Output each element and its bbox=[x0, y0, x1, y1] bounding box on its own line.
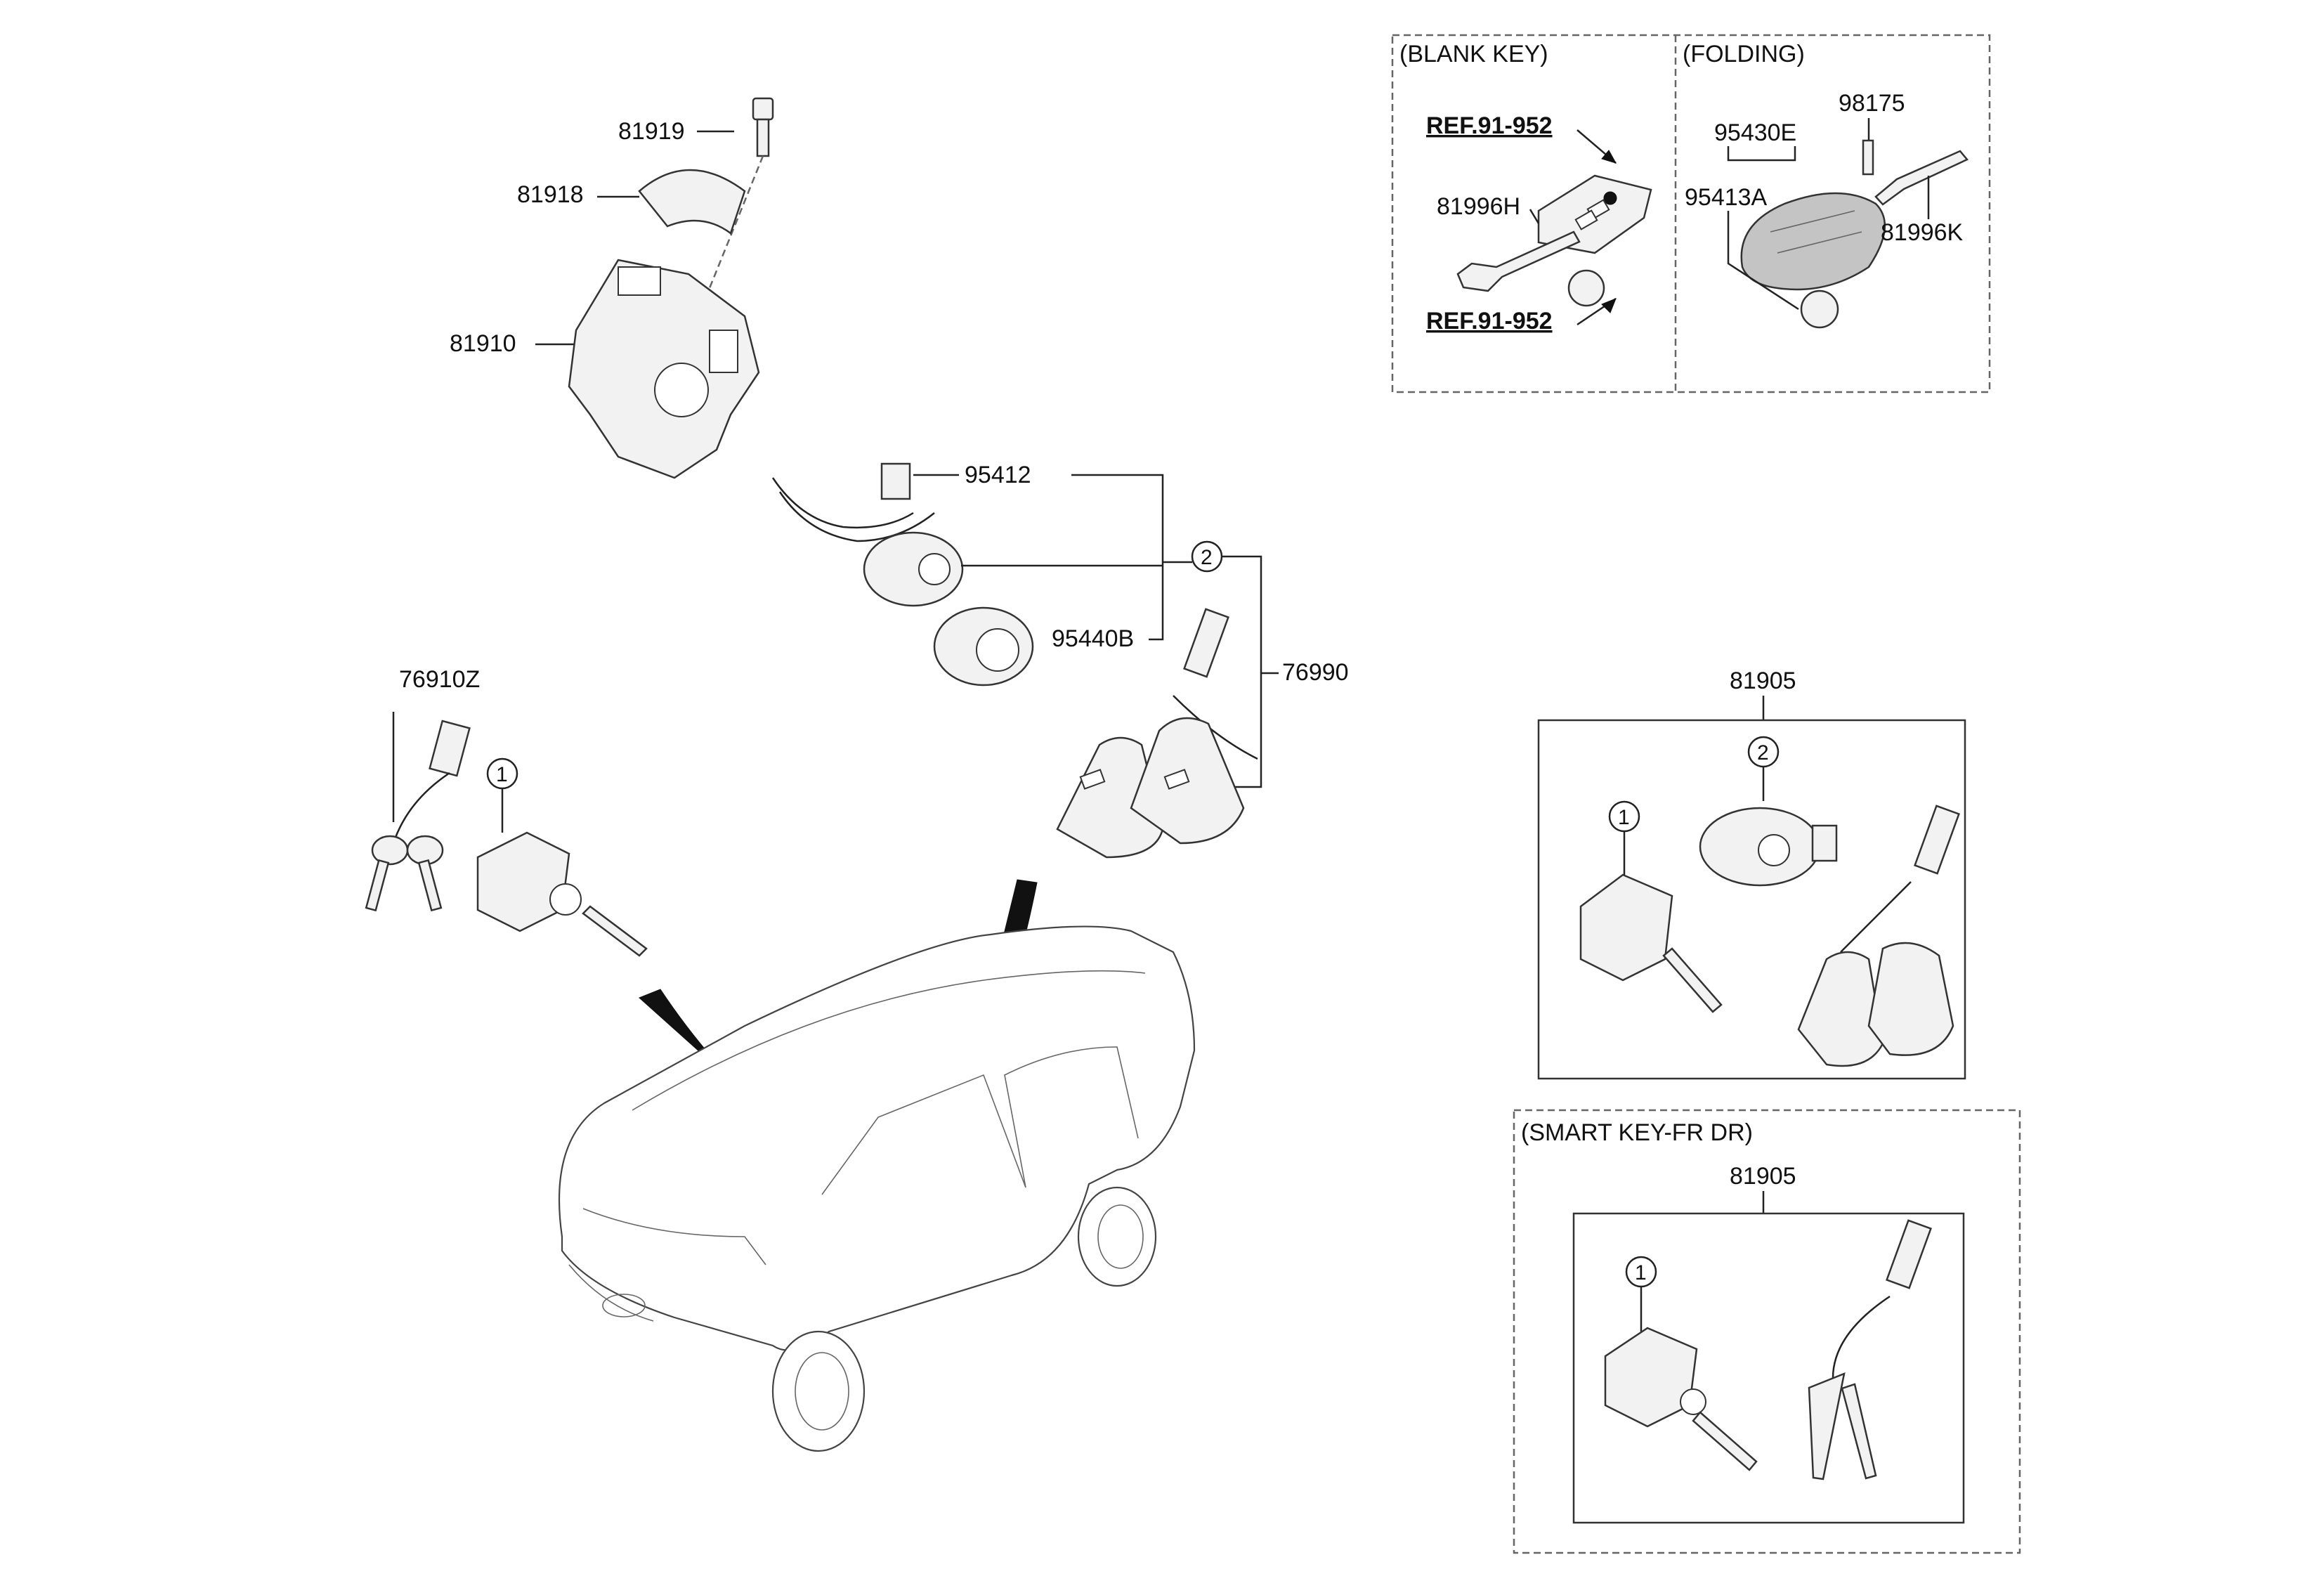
ref-91-952-lower[interactable]: REF.91-952 bbox=[1426, 308, 1553, 334]
label-95412: 95412 bbox=[965, 462, 1031, 488]
steering-lock-81910 bbox=[568, 259, 760, 479]
callout-1-set-text: 1 bbox=[1618, 806, 1630, 829]
door-lock-cylinder-fr-dr bbox=[1604, 1327, 1758, 1471]
label-81905-fr-dr: 81905 bbox=[1730, 1163, 1796, 1190]
callout-2-top-text: 2 bbox=[1201, 546, 1213, 569]
callout-1-left-text: 1 bbox=[496, 763, 508, 786]
coin-battery bbox=[1567, 269, 1605, 307]
door-lock-cylinder-set bbox=[1579, 873, 1723, 1013]
smart-key-fr-dr-panel: (SMART KEY-FR DR) 81905 1 bbox=[1513, 1109, 2021, 1554]
ignition-switch-group: 95412 95440B 2 76990 bbox=[771, 462, 1349, 859]
bolt-81919 bbox=[752, 97, 774, 157]
lock-set-81905: 81905 2 1 bbox=[1537, 668, 1966, 1080]
vehicle-illustration bbox=[558, 925, 1196, 1452]
callout-1-fr-dr-text: 1 bbox=[1635, 1261, 1647, 1284]
pin-98175 bbox=[1862, 139, 1874, 176]
ignition-cylinder bbox=[863, 531, 964, 607]
mechanical-key-blade bbox=[1456, 230, 1581, 292]
folding-key-fob bbox=[1740, 192, 1886, 291]
ref-91-952-upper[interactable]: REF.91-952 bbox=[1426, 112, 1553, 139]
label-81918: 81918 bbox=[517, 181, 584, 208]
key-blade-81996K bbox=[1874, 150, 1969, 206]
door-lock-cylinder-76910Z bbox=[476, 831, 648, 957]
label-81910: 81910 bbox=[450, 330, 516, 357]
label-76910Z: 76910Z bbox=[399, 666, 480, 693]
wiring-95412 bbox=[771, 462, 935, 542]
label-95413A: 95413A bbox=[1685, 184, 1768, 211]
keys-76910Z bbox=[365, 720, 471, 912]
smart-key-pair-set bbox=[1797, 805, 1960, 1067]
label-81905-set: 81905 bbox=[1730, 668, 1796, 694]
arrow-head-ref-lower bbox=[1601, 298, 1617, 313]
label-76990: 76990 bbox=[1282, 659, 1349, 686]
arrow-head-ref-upper bbox=[1601, 150, 1617, 164]
label-98175: 98175 bbox=[1839, 90, 1905, 117]
mechanical-keys-fr-dr bbox=[1808, 1219, 1932, 1480]
label-81919: 81919 bbox=[618, 118, 685, 145]
folding-heading: (FOLDING) bbox=[1683, 41, 1805, 67]
leader-81996H bbox=[1529, 209, 1540, 224]
smart-key-fob bbox=[1537, 174, 1652, 254]
start-button-95440B bbox=[933, 606, 1034, 686]
label-81996K: 81996K bbox=[1881, 219, 1964, 246]
key-reference-panel: (BLANK KEY) (FOLDING) REF.91-952 81996H … bbox=[1391, 34, 1991, 393]
smart-key-fr-dr-heading: (SMART KEY-FR DR) bbox=[1521, 1119, 1753, 1146]
ignition-assembly: 81919 81918 81910 bbox=[450, 97, 774, 479]
blank-key-heading: (BLANK KEY) bbox=[1399, 41, 1548, 67]
label-95430E: 95430E bbox=[1714, 119, 1796, 146]
shroud-81918 bbox=[638, 169, 746, 235]
fr-dr-frame bbox=[1572, 1212, 1965, 1524]
label-95440B: 95440B bbox=[1052, 625, 1134, 652]
battery-95413A bbox=[1800, 289, 1839, 329]
door-lock-group: 76910Z 1 bbox=[365, 666, 648, 957]
smart-key-pair-76990 bbox=[1056, 608, 1258, 859]
ignition-cylinder-set bbox=[1699, 807, 1838, 887]
callout-2-set-text: 2 bbox=[1757, 741, 1769, 764]
label-81996H: 81996H bbox=[1437, 193, 1520, 220]
set-frame-81905 bbox=[1537, 719, 1966, 1080]
